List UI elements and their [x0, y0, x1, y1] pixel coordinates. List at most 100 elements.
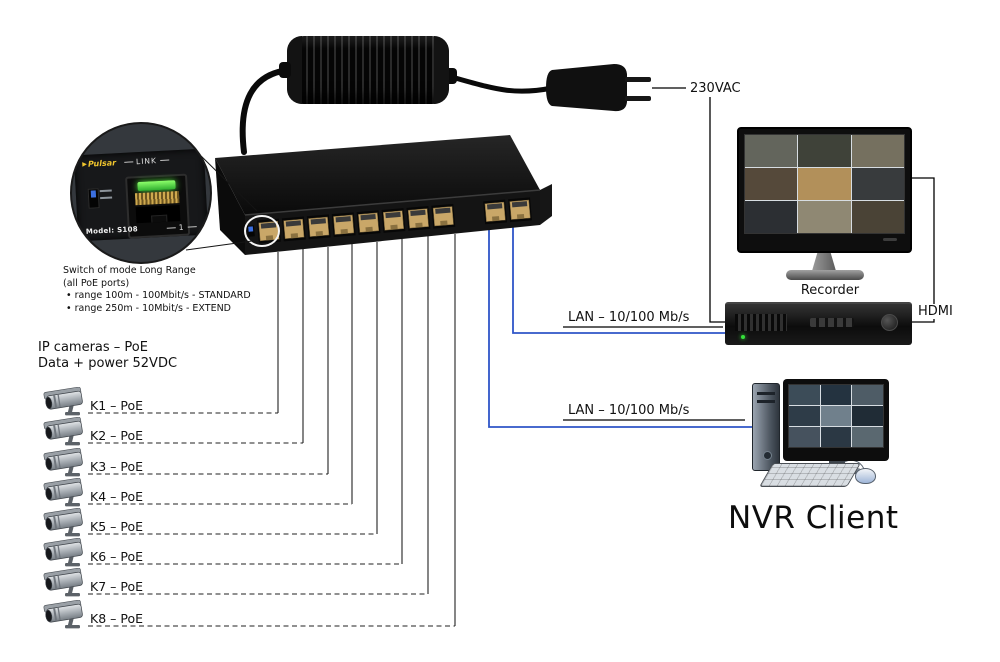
brand-logo: ▶Pulsar [82, 158, 116, 169]
nvr-client-tower [752, 383, 780, 471]
cameras-title-line-2: Data + power 52VDC [38, 356, 178, 371]
port-led-bar [137, 179, 176, 191]
nvr-client-monitor [783, 379, 889, 461]
note-line-2: (all PoE ports) [63, 277, 130, 289]
recorder-monitor [737, 127, 912, 253]
power-adapter [279, 36, 457, 104]
mains-to-recorder-line [709, 97, 726, 323]
camera-k1-wire [88, 252, 279, 414]
poe-port-6 [381, 208, 406, 233]
camera-feed-cell [745, 168, 798, 200]
recorder-vents [735, 314, 787, 331]
camera-feed-cell [851, 201, 904, 233]
camera-feed-cell [820, 427, 852, 447]
camera-feed-cell [852, 406, 883, 426]
switch-ports [246, 197, 532, 244]
poe-port-7 [406, 205, 431, 231]
mode-switch-thumb [90, 189, 97, 198]
camera-label-k6: K6 – PoE [90, 549, 143, 564]
camera-feed-cell [820, 385, 852, 405]
camera-feed-cell [745, 201, 798, 233]
lan-cable-recorder [512, 226, 726, 334]
recorder-device [725, 302, 912, 345]
recorder-label: Recorder [800, 283, 860, 298]
poe-port-3 [306, 214, 331, 240]
switch-right-face [540, 184, 552, 225]
camera-label-k1: K1 – PoE [90, 398, 143, 413]
mode-switch-labels [99, 189, 113, 204]
lan-cable-client [488, 228, 752, 428]
mode-switch-icon [87, 187, 100, 209]
port-highlight-ellipse [244, 215, 280, 247]
brand-name: Pulsar [87, 157, 117, 169]
callout-panel: ▶Pulsar LINK Model: S108 1 [73, 148, 208, 241]
camera-feed-cell [798, 201, 851, 233]
cameras-title-line-1: IP cameras – PoE [38, 340, 148, 355]
lan-port-2 [508, 197, 532, 223]
lan-client-label: LAN – 10/100 Mb/s [568, 403, 690, 418]
hdmi-label: HDMI [916, 304, 955, 319]
camera-feed-cell [789, 427, 820, 447]
link-label: LINK [121, 155, 172, 167]
lan-port-1 [483, 199, 508, 225]
camera-k3-wire [88, 247, 329, 475]
poe-port-1 [257, 218, 281, 244]
poe-port-5 [356, 210, 381, 235]
camera-k5-wire [88, 242, 378, 535]
switch-left-face [215, 158, 245, 255]
hdmi-cable-line [910, 177, 935, 323]
camera-feed-cell [852, 427, 883, 447]
camera-label-k8: K8 – PoE [90, 611, 143, 626]
poe-port-2 [281, 216, 306, 242]
model-label: Model: S108 [85, 224, 139, 236]
voltage-label: 230VAC [690, 81, 741, 96]
camera-feed-cell [851, 135, 904, 167]
note-line-3: • range 100m - 100Mbit/s - STANDARD [66, 290, 251, 301]
power-plug [546, 64, 651, 112]
note-line-1: Switch of mode Long Range [63, 265, 196, 276]
dc-cable-strain-relief [279, 62, 291, 78]
camera-label-k5: K5 – PoE [90, 519, 143, 534]
nvr-client-label: NVR Client [728, 500, 899, 536]
switch-mode-note: Switch of mode Long Range (all PoE ports… [63, 265, 251, 315]
poe-switch [215, 135, 552, 255]
camera-k7-wire [88, 236, 429, 595]
recorder-buttons [810, 318, 854, 327]
camera-feed-cell [851, 168, 904, 200]
switch-top-face [215, 135, 540, 215]
dc-power-cable [239, 67, 292, 155]
recorder-monitor-screen [744, 134, 905, 234]
camera-label-k2: K2 – PoE [90, 428, 143, 443]
monitor-stand-base [786, 270, 864, 280]
camera-feed-cell [852, 385, 883, 405]
camera-label-k4: K4 – PoE [90, 489, 143, 504]
port-opening [135, 204, 181, 223]
drive-bay [757, 400, 775, 403]
poe-port-8 [431, 203, 456, 229]
recorder-jog-knob [881, 314, 898, 331]
recorder-power-led [741, 335, 745, 339]
poe-port-4 [331, 212, 356, 238]
lan-recorder-label: LAN – 10/100 Mb/s [568, 310, 690, 325]
camera-k6-wire [88, 239, 403, 565]
camera-k2-wire [88, 249, 304, 444]
nvr-client-screen [788, 384, 884, 448]
monitor-bezel-buttons [744, 234, 905, 244]
camera-feed-cell [820, 406, 852, 426]
ac-power-cable [445, 73, 555, 94]
brand-arrow-icon: ▶ [82, 160, 88, 168]
camera-feed-cell [789, 385, 820, 405]
port-pins [134, 190, 180, 205]
camera-k8-wire [88, 234, 456, 627]
camera-feed-cell [789, 406, 820, 426]
port-detail-callout: ▶Pulsar LINK Model: S108 1 [70, 122, 212, 264]
drive-bay [757, 392, 775, 395]
camera-feed-cell [798, 135, 851, 167]
monitor-stand-neck [812, 253, 836, 271]
note-line-4: • range 250m - 10Mbit/s - EXTEND [66, 302, 231, 314]
camera-feed-cell [798, 168, 851, 200]
mouse [855, 468, 876, 484]
port-number: 1 [164, 221, 200, 232]
